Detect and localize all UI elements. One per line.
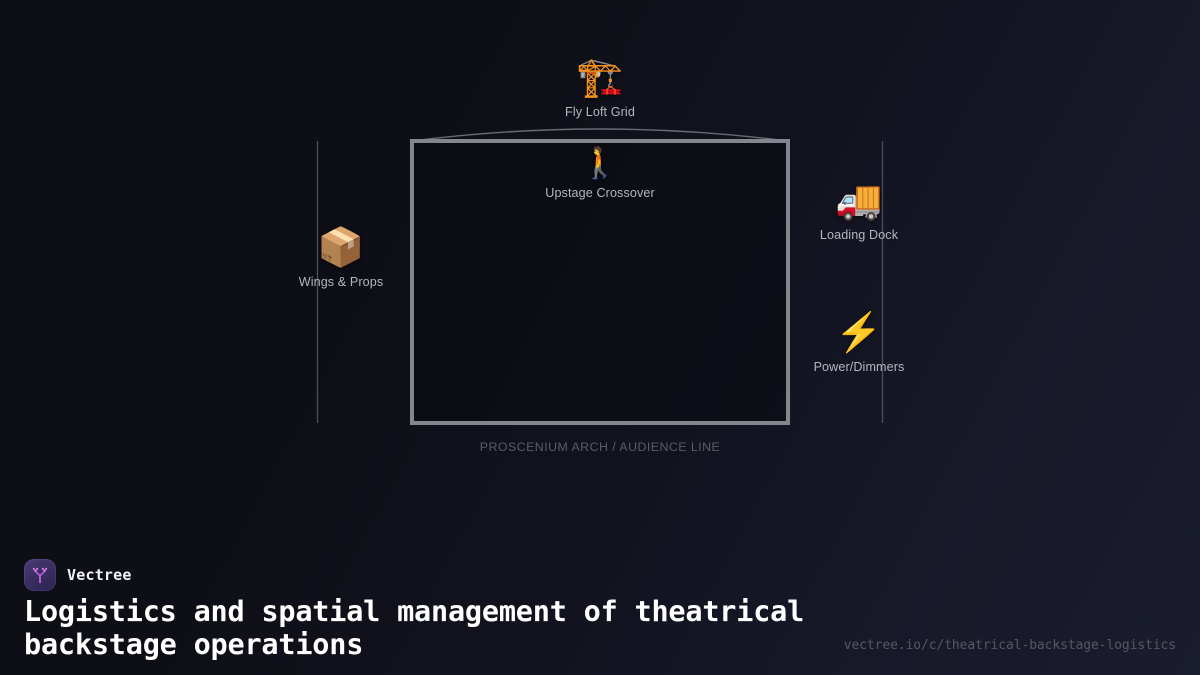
delivery-truck-icon: 🚚	[835, 180, 883, 222]
stage-floor-boundary	[410, 139, 790, 425]
package-icon: 📦	[317, 227, 365, 269]
diagram-node-label: Upstage Crossover	[545, 186, 655, 200]
brand-name: Vectree	[67, 566, 132, 584]
walking-person-icon: 🚶	[581, 147, 619, 180]
proscenium-arch-caption: PROSCENIUM ARCH / AUDIENCE LINE	[479, 440, 721, 454]
page-title: Logistics and spatial management of thea…	[24, 595, 805, 661]
diagram-node-loading-dock[interactable]: 🚚 Loading Dock	[764, 178, 954, 243]
brand[interactable]: Vectree	[24, 559, 132, 591]
diagram-node-label: Fly Loft Grid	[565, 105, 635, 119]
vectree-tree-mark-icon	[24, 559, 56, 591]
diagram-node-power-dimmers[interactable]: ⚡ Power/Dimmers	[764, 310, 954, 375]
stage-diagram: 🏗️ Fly Loft Grid 🚶 Upstage Crossover 📦 W…	[246, 55, 954, 454]
diagram-node-label: Power/Dimmers	[813, 360, 905, 374]
diagram-node-label: Wings & Props	[298, 275, 384, 289]
diagram-node-upstage-crossover[interactable]: 🚶 Upstage Crossover	[505, 146, 695, 201]
page-url: vectree.io/c/theatrical-backstage-logist…	[843, 638, 1176, 653]
diagram-connectors	[316, 128, 884, 423]
fly-loft-arc	[411, 128, 789, 142]
footer: Vectree Logistics and spatial management…	[0, 515, 1200, 675]
diagram-node-fly-loft-grid[interactable]: 🏗️ Fly Loft Grid	[505, 55, 695, 120]
diagram-node-wings-props[interactable]: 📦 Wings & Props	[246, 225, 436, 290]
crane-icon: 🏗️	[576, 57, 624, 99]
diagram-node-label: Loading Dock	[819, 228, 899, 242]
high-voltage-icon: ⚡	[835, 312, 883, 354]
